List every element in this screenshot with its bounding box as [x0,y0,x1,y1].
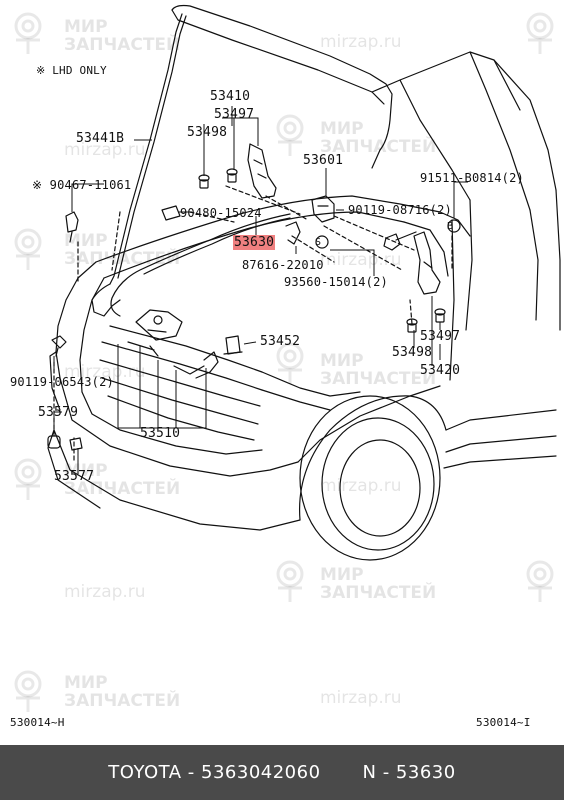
page-code-left: 530014~H [10,716,65,729]
diagram-drawing [14,4,561,712]
part-label-53630-highlighted[interactable]: 53630 [233,235,276,250]
watermark-pin-icons [14,12,554,712]
part-label-90480-15024: 90480-15024 [180,206,262,220]
leader-lines [53,106,468,474]
part-label-87616-22010: 87616-22010 [242,258,324,272]
vehicle-outline [47,4,561,561]
part-label-53441b: 53441B [76,131,125,146]
part-label-53410: 53410 [210,89,251,104]
lhd-only-note: ※ LHD ONLY [36,64,107,77]
part-label-53497-top: 53497 [214,107,255,122]
circle-mark-b: B [447,221,454,232]
footer-diagram-ref: N - 53630 [362,762,456,783]
part-label-53577: 53577 [54,469,95,484]
part-label-91511-b0814: 91511-B0814(2) [420,171,524,185]
page-code-right: 530014~I [476,716,531,729]
highlighted-part-number[interactable]: 53630 [233,235,276,250]
part-label-53498-bottom: 53498 [392,345,433,360]
part-label-53420: 53420 [420,363,461,378]
circle-mark-s: S [315,237,322,248]
part-label-93560-15014: 93560-15014(2) [284,275,388,289]
parts-diagram: МИР ЗАПЧАСТЕЙ mirzap.ru МИР ЗАПЧАСТЕЙ mi… [10,4,561,729]
part-label-53497-bottom: 53497 [420,329,461,344]
part-label-90119-06543: 90119-06543(2) [10,375,114,389]
part-label-53498-top: 53498 [187,125,228,140]
part-label-53601: 53601 [303,153,344,168]
part-label-90467-11061: ※ 90467-11061 [32,178,132,192]
footer-part-number: TOYOTA - 5363042060 [108,762,321,783]
part-label-90119-08716: 90119-08716(2) [348,203,452,217]
part-label-53579: 53579 [38,405,79,420]
part-label-53452: 53452 [260,334,301,349]
footer-bar: TOYOTA - 5363042060 N - 53630 [0,745,564,800]
part-label-53510: 53510 [140,426,181,441]
